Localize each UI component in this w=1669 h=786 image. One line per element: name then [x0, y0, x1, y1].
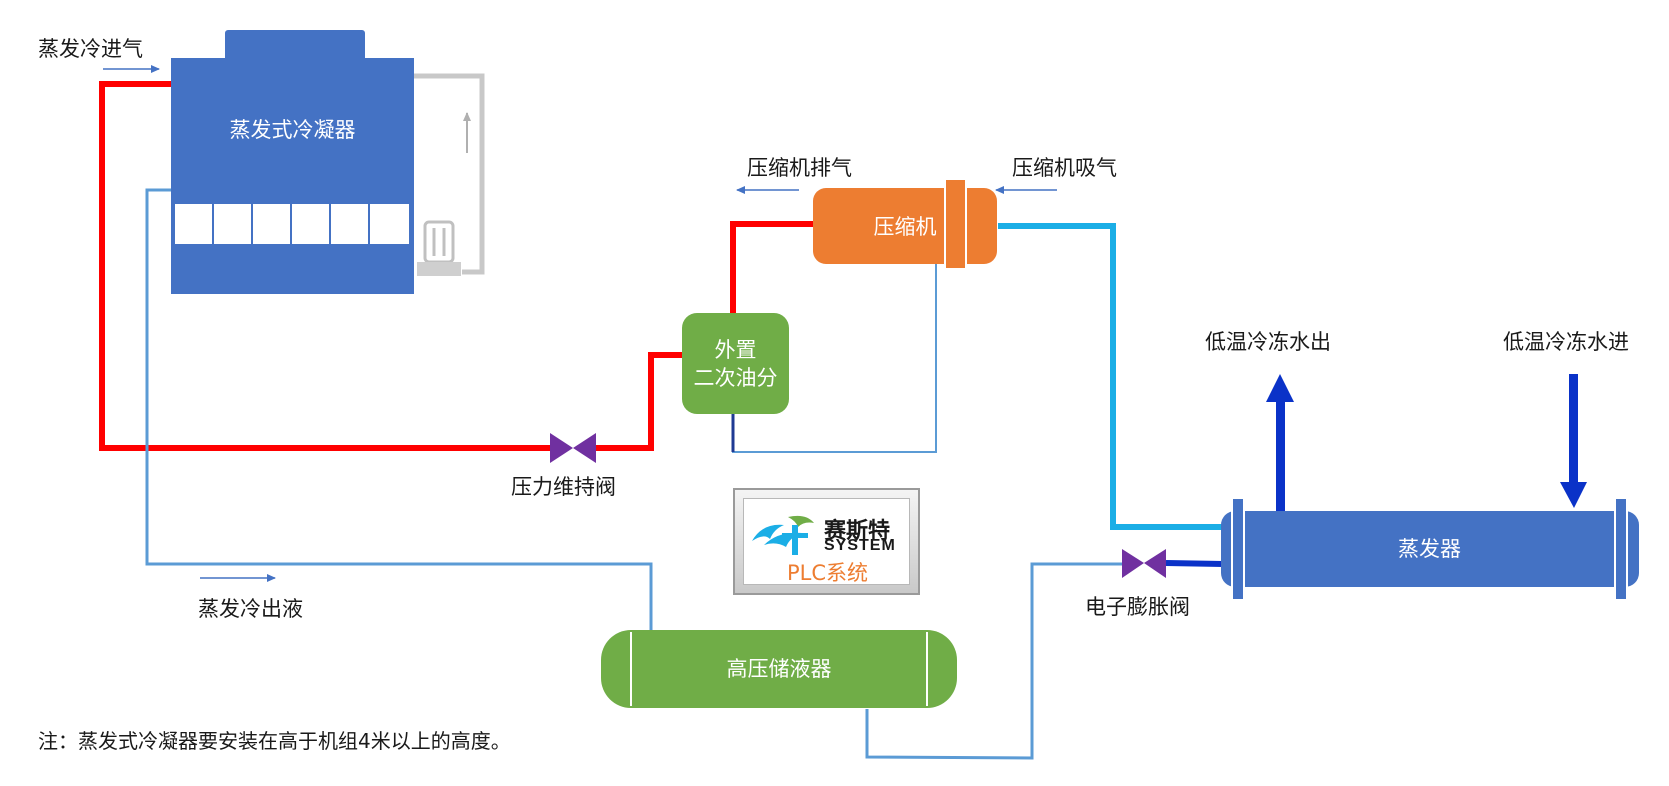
- oil-separator-label-line2: 二次油分: [693, 366, 778, 390]
- hot-gas-pipe-oilsep-compressor: [730, 221, 813, 313]
- receiver-label: 高压储液器: [726, 657, 832, 681]
- logo-chinese-name: 赛斯特: [824, 519, 891, 544]
- oil-separator: [682, 313, 789, 414]
- electronic-expansion-valve-icon: [1122, 549, 1166, 578]
- oil-separator-label-line1: 外置: [714, 338, 757, 362]
- logo-english-name: SYSTEM: [824, 537, 896, 554]
- installation-note: 注：蒸发式冷凝器要安装在高于机组4米以上的高度。: [38, 729, 511, 753]
- liquid-line-receiver-valve: [865, 562, 1122, 760]
- compressor-suction-label: 压缩机吸气: [1012, 156, 1117, 180]
- plc-system-logo: 赛斯特 SYSTEM PLC系统: [733, 488, 920, 595]
- condenser-label: 蒸发式冷凝器: [229, 118, 356, 142]
- pressure-maintaining-valve-icon: [550, 433, 596, 463]
- expansion-valve-label: 电子膨胀阀: [1085, 595, 1190, 619]
- water-pump-icon: [417, 220, 461, 276]
- condenser-water-loop: [414, 73, 485, 275]
- high-pressure-receiver: [601, 630, 957, 708]
- compressor-discharge-label: 压缩机排气: [747, 156, 852, 180]
- suction-pipe: [998, 223, 1223, 530]
- compressor-label: 压缩机: [873, 215, 937, 239]
- liquid-line-condenser-receiver: [145, 188, 653, 630]
- expansion-valve-outlet-pipe: [1165, 560, 1224, 567]
- evaporator: [1221, 497, 1639, 601]
- logo-plc-text: PLC系统: [786, 561, 869, 585]
- company-emblem-icon: [752, 515, 814, 555]
- compressor: [813, 178, 997, 270]
- chilled-water-in-arrow: [1560, 374, 1587, 508]
- evaporator-label: 蒸发器: [1398, 537, 1461, 561]
- chilled-water-out-label: 低温冷冻水出: [1205, 330, 1331, 354]
- hot-gas-pipe-condenser: [99, 81, 550, 451]
- evap-cond-inlet-label: 蒸发冷进气: [38, 37, 143, 61]
- chilled-water-out-arrow: [1266, 374, 1294, 511]
- evaporative-condenser: [171, 28, 414, 294]
- pressure-valve-label: 压力维持阀: [511, 475, 616, 499]
- hot-gas-pipe-valve-oilsep: [596, 352, 682, 451]
- evap-cond-outlet-label: 蒸发冷出液: [198, 597, 303, 621]
- chilled-water-in-label: 低温冷冻水进: [1503, 330, 1629, 354]
